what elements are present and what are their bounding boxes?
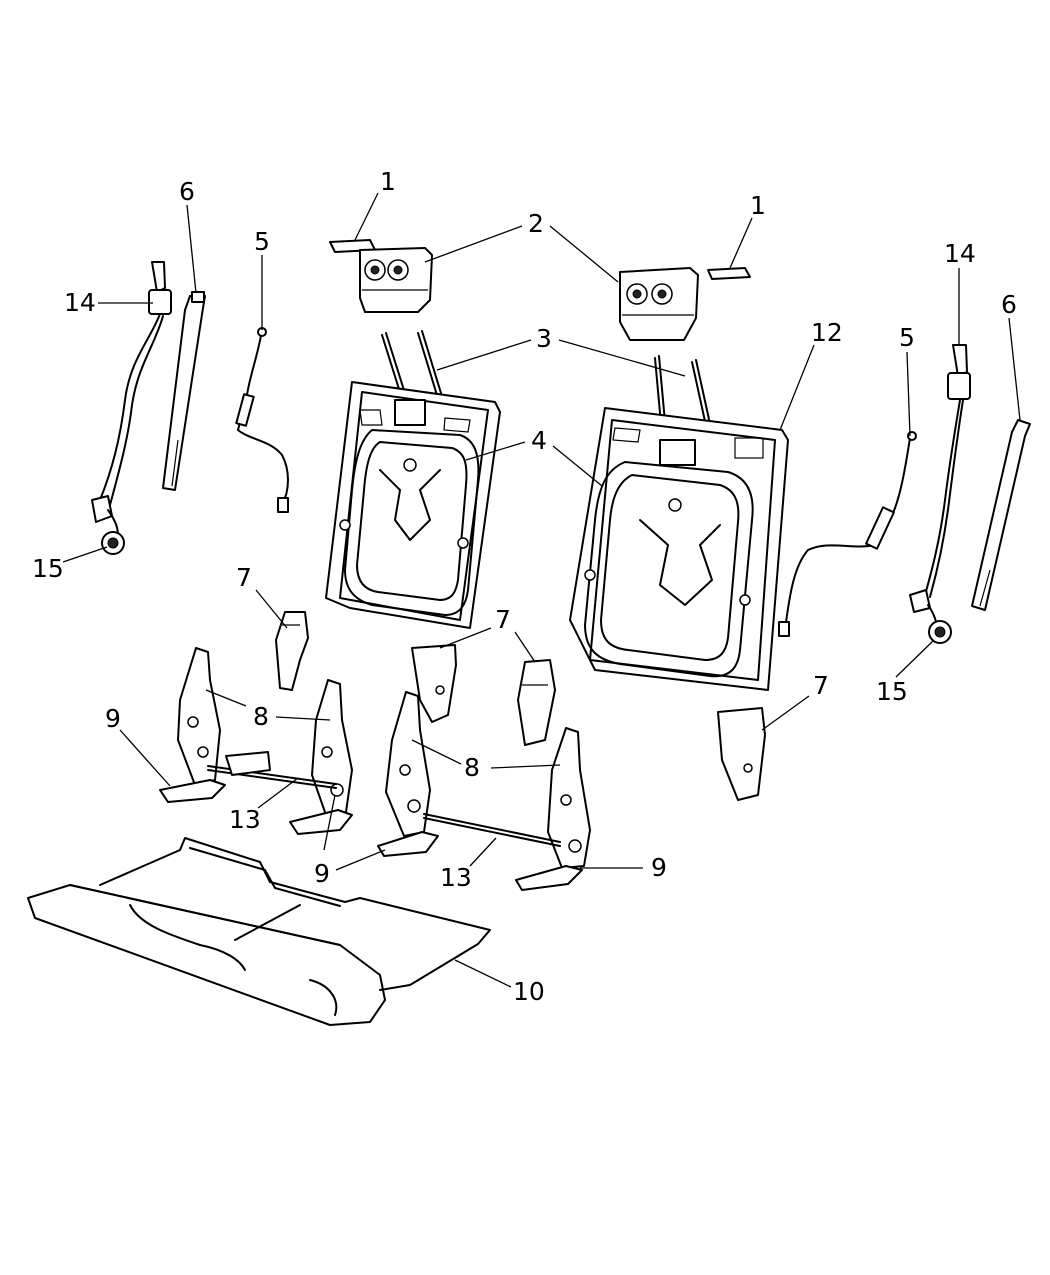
callout-1-right: 1 [750,191,766,220]
callout-7-b: 7 [495,605,511,634]
part-7-bracket-c [517,659,556,746]
callout-14-right: 14 [944,239,976,268]
callout-8-left: 8 [253,702,269,731]
callout-6-right: 6 [1001,290,1017,319]
callout-7-c: 7 [813,671,829,700]
part-5-right-cable [778,431,917,637]
right-hinge-assembly [377,691,591,891]
callout-5-right: 5 [899,323,915,352]
callout-14-left: 14 [64,288,96,317]
callout-1-left: 1 [380,167,396,196]
callout-15-left: 15 [32,554,64,583]
callout-9-c: 9 [651,853,667,882]
part-14-left-buckle [91,261,172,541]
callout-9-b: 9 [314,859,330,888]
callout-13-left: 13 [229,805,261,834]
callout-3: 3 [536,324,552,353]
callout-6-left: 6 [179,177,195,206]
part-6-left-rod [162,291,206,491]
callout-13-right: 13 [440,863,472,892]
part-14-right-buckle [909,344,971,633]
part-2-left-latch-cover [359,247,433,313]
callout-12: 12 [811,318,843,347]
callout-7-a: 7 [236,563,252,592]
callout-labels: 1 1 2 3 4 5 5 6 6 7 7 7 8 8 9 9 9 10 12 … [32,167,1017,1006]
part-10-seat-pan [27,837,491,1026]
left-hinge-assembly [159,647,353,835]
right-seatback-frame [569,355,789,691]
callout-2: 2 [528,209,544,238]
callout-15-right: 15 [876,677,908,706]
callout-10: 10 [513,977,545,1006]
part-7-bracket-d [717,707,766,801]
callout-5-left: 5 [254,227,270,256]
callout-8-right: 8 [464,753,480,782]
part-5-left-cable [235,327,289,513]
part-7-bracket-a [275,611,309,691]
leader-lines [62,192,1021,988]
callout-9-a: 9 [105,704,121,733]
part-15-left-bolt [101,531,125,555]
part-15-right-bolt [928,620,952,644]
part-7-bracket-b [411,644,457,723]
part-2-right-latch-cover [619,267,699,341]
part-6-right-rod [971,419,1031,611]
part-1-right-cap [707,267,751,280]
callout-4: 4 [531,426,547,455]
left-seatback-frame [325,330,501,629]
